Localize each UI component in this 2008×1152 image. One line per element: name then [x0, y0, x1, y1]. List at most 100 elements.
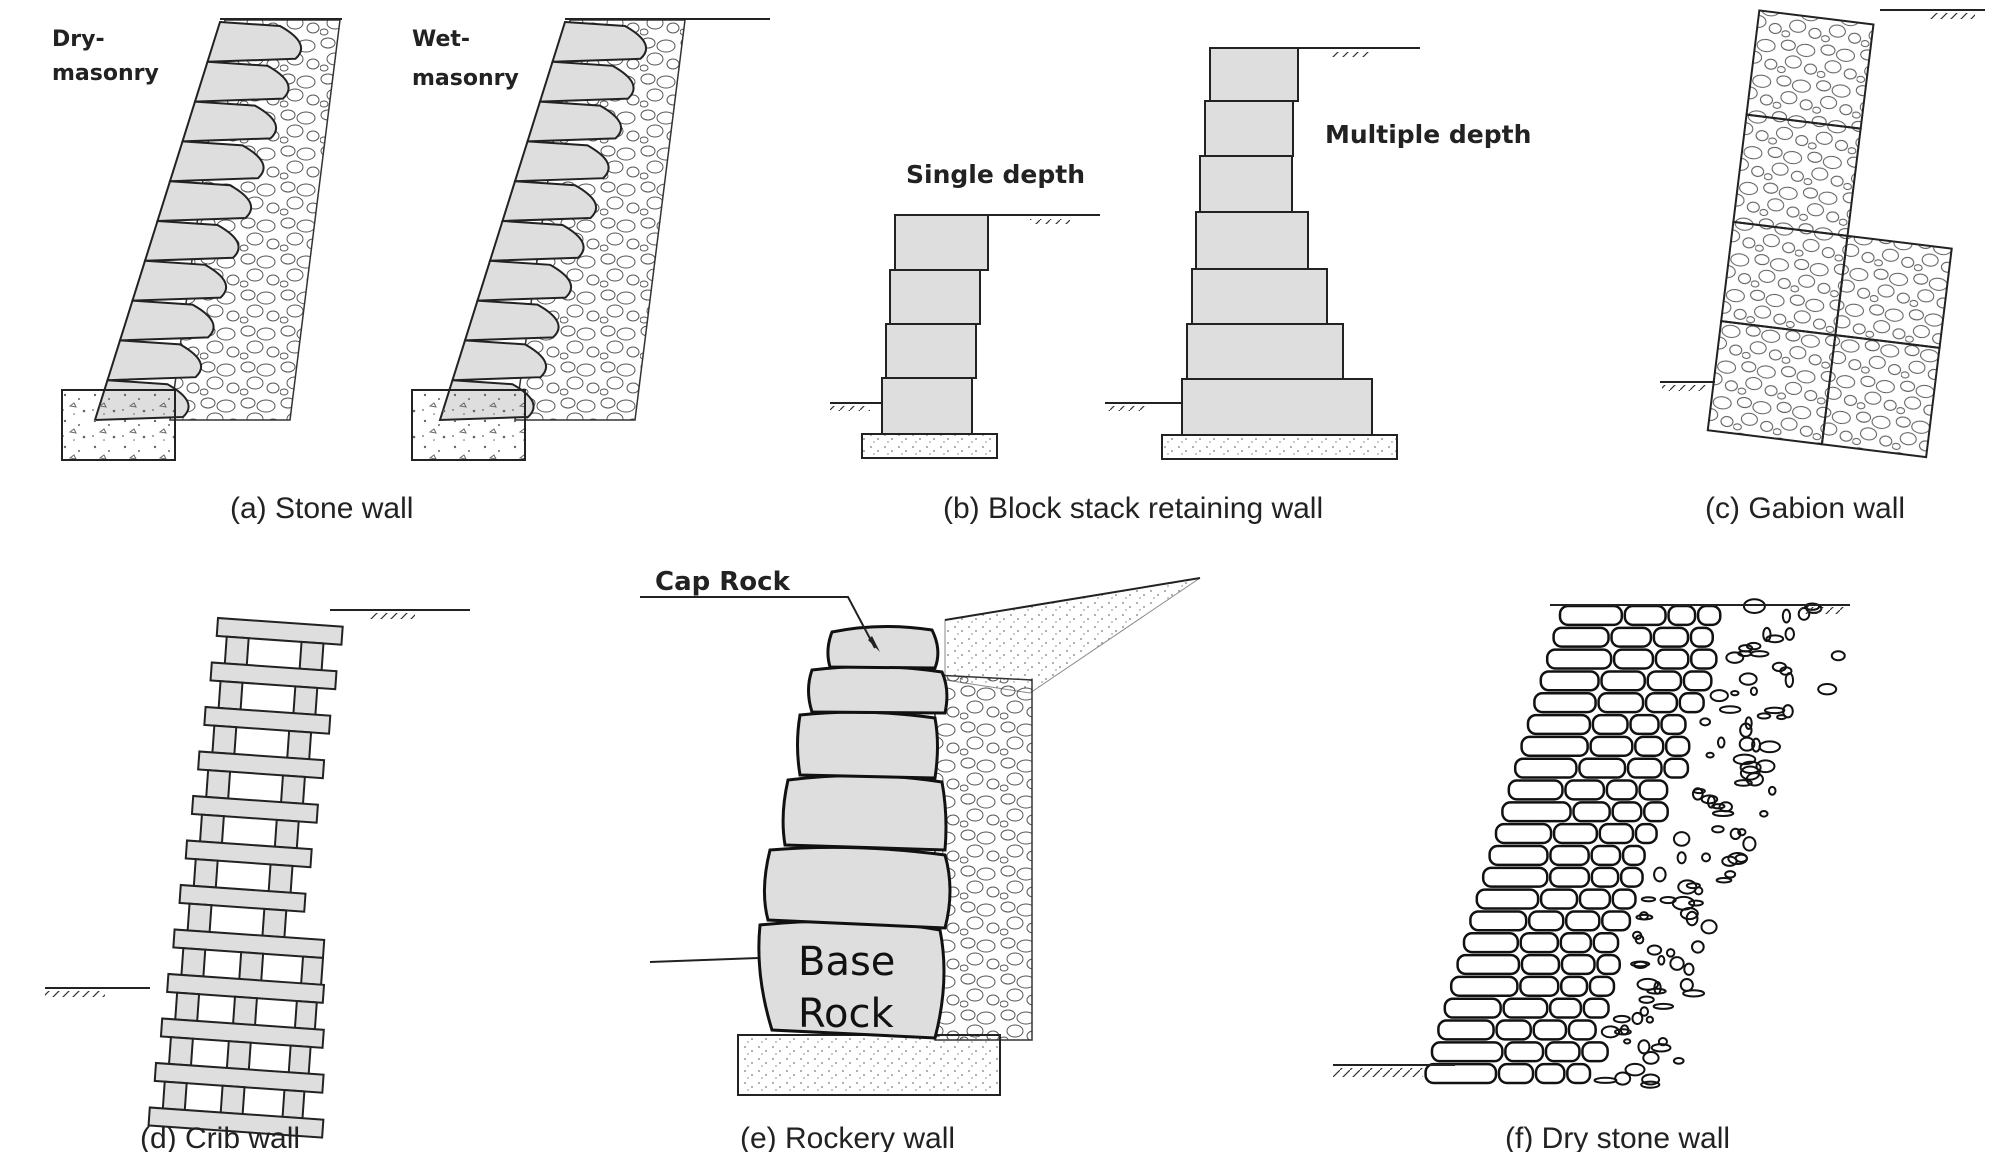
rubble	[1665, 948, 1676, 958]
masonry-stone	[526, 100, 623, 143]
ground-hatch	[45, 991, 105, 997]
rubble	[1691, 787, 1704, 801]
stone	[1611, 801, 1643, 823]
stone	[1497, 1062, 1535, 1085]
crib-stretcher	[180, 947, 207, 978]
rubble	[1690, 940, 1705, 954]
block	[1191, 268, 1328, 325]
masonry-stone	[156, 180, 253, 223]
rubble	[1679, 907, 1699, 921]
masonry-stone	[513, 140, 610, 183]
block	[1195, 211, 1309, 270]
ground-hatch	[1662, 385, 1707, 391]
ground-hatch	[1030, 219, 1070, 224]
crib-stretcher	[293, 999, 318, 1031]
stone	[1652, 626, 1690, 648]
stone	[1682, 670, 1713, 692]
ground-hatch	[1800, 607, 1845, 614]
caption-a: (a) Stone wall	[230, 492, 413, 525]
rock	[762, 845, 952, 930]
stone	[1469, 910, 1528, 932]
rubble	[1685, 882, 1701, 890]
rubble	[1623, 1038, 1632, 1045]
rubble	[1742, 836, 1757, 852]
panel-gabion-wall: (c) Gabion wall	[1660, 9, 1985, 525]
concrete-footing	[411, 389, 526, 461]
stone	[1564, 910, 1601, 932]
crib-stretcher	[211, 724, 238, 756]
gabion-basket	[1732, 113, 1862, 237]
dry-label-2: masonry	[52, 61, 159, 86]
stone	[1526, 713, 1592, 736]
masonry-stone	[463, 299, 560, 342]
rubble	[1657, 955, 1666, 966]
stone	[1588, 975, 1616, 997]
stone	[1600, 670, 1646, 692]
rubble	[1646, 944, 1663, 956]
ground-line	[649, 957, 759, 963]
crib-stretcher	[281, 1088, 306, 1120]
rubble	[1700, 794, 1719, 805]
stone	[1589, 735, 1634, 757]
crib-stretcher	[286, 729, 313, 761]
rock	[796, 710, 939, 780]
stone	[1646, 670, 1683, 692]
masonry-stone	[131, 259, 228, 302]
wet-label-2: masonry	[412, 66, 519, 91]
rubble	[1638, 995, 1655, 1004]
rubble	[1640, 896, 1657, 903]
stone	[1520, 953, 1561, 976]
gabion-baskets	[1706, 9, 1953, 459]
stone	[1597, 692, 1645, 714]
rubble	[1724, 870, 1737, 879]
cap-rock	[826, 624, 940, 670]
masonry-stone	[488, 219, 585, 262]
masonry-stone	[118, 299, 215, 342]
rubble	[1749, 686, 1758, 697]
stone	[1549, 844, 1590, 867]
masonry-stones	[438, 20, 648, 422]
stone	[1644, 692, 1679, 714]
rubble	[1650, 1043, 1672, 1053]
masonry-stone	[451, 339, 548, 382]
rock	[807, 664, 949, 715]
rubble	[1653, 866, 1667, 883]
masonry-stone	[501, 180, 598, 223]
rubble	[1711, 825, 1725, 834]
single-depth-wall	[830, 214, 1100, 459]
rubble	[1634, 934, 1645, 945]
rubble	[1600, 1025, 1621, 1039]
stone	[1462, 932, 1520, 954]
rubble	[1619, 1024, 1630, 1036]
rubble	[1700, 919, 1718, 935]
rubble	[1679, 977, 1694, 992]
rubble	[1739, 760, 1762, 775]
block	[894, 214, 989, 271]
stone	[1572, 801, 1611, 823]
base-rock-label-1: Base	[798, 939, 895, 985]
ground-hatch	[1330, 52, 1370, 57]
block	[1204, 100, 1294, 157]
crib-stretcher	[238, 951, 265, 982]
rubble	[1631, 1011, 1644, 1026]
stone	[1623, 604, 1667, 627]
rubble	[1624, 1062, 1646, 1077]
stone	[1638, 779, 1669, 801]
masonry-stone	[106, 339, 203, 382]
gabion-basket	[1706, 319, 1837, 446]
dry-stones	[1424, 598, 1846, 1089]
rubble	[1638, 911, 1649, 921]
stone	[1690, 648, 1718, 670]
masonry-stone	[181, 100, 278, 143]
stone	[1592, 932, 1620, 954]
rubble	[1672, 831, 1691, 847]
rubble	[1711, 809, 1735, 817]
concrete-footing	[61, 389, 176, 461]
rubble	[1593, 1076, 1618, 1084]
crib-stretcher	[225, 1040, 252, 1071]
rubble	[1688, 899, 1704, 907]
rubble	[1652, 1002, 1675, 1010]
stone	[1626, 757, 1663, 779]
stone	[1610, 626, 1653, 648]
